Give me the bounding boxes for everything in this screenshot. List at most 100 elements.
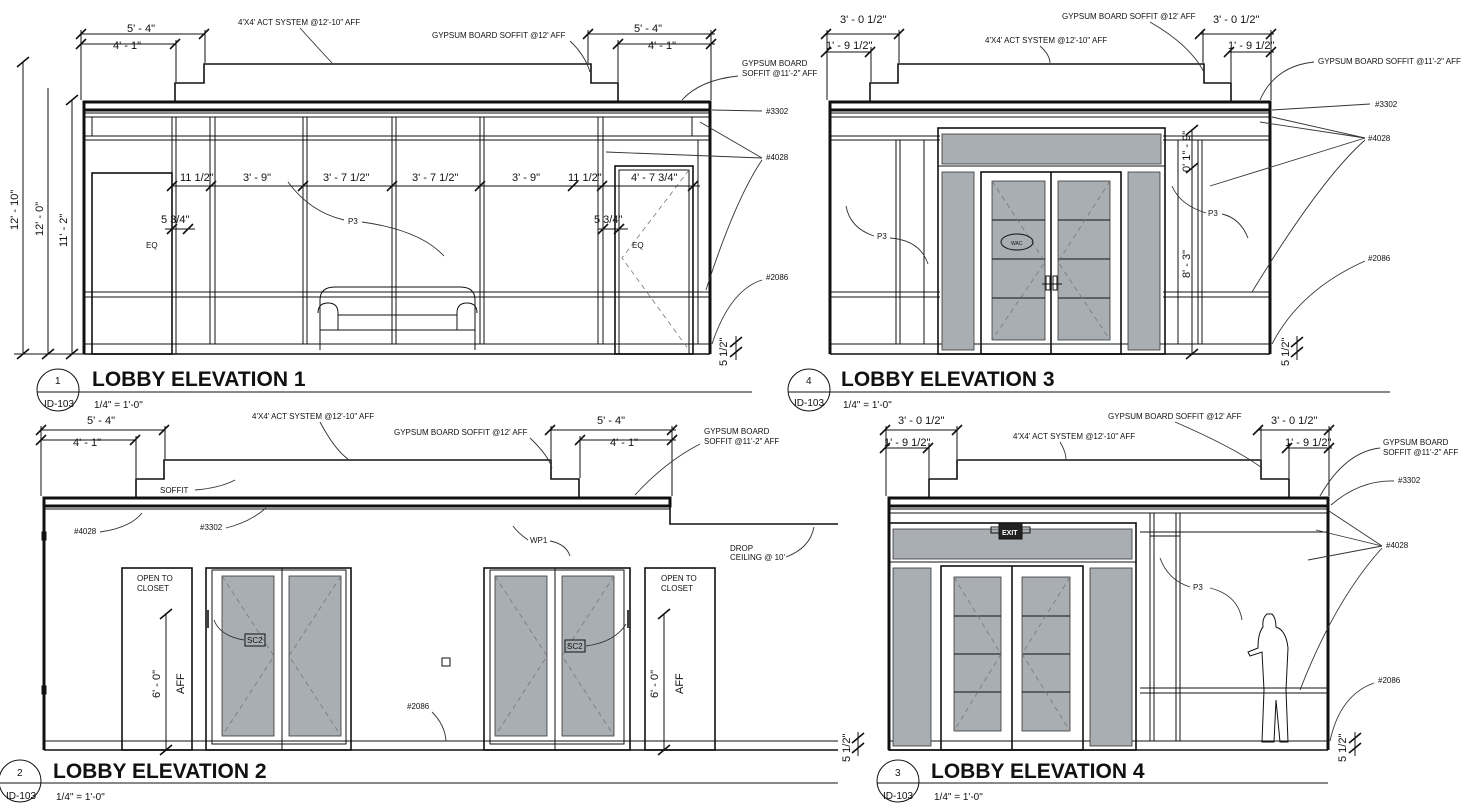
- dim-panel-3: 3' - 7 1/2": [323, 172, 369, 184]
- eq-label-2: EQ: [632, 241, 644, 250]
- closet-label-2a: OPEN TO: [661, 574, 697, 583]
- ref-3302: #3302: [200, 523, 223, 532]
- dim-closet-2-aff: AFF: [674, 673, 686, 694]
- ref-4028: #4028: [74, 527, 97, 536]
- note-act-system: 4'X4' ACT SYSTEM @12'-10" AFF: [1013, 432, 1135, 441]
- note-drop-1: DROP: [730, 544, 753, 553]
- sidelite-right: [1089, 567, 1133, 747]
- dim-top-3: 3' - 0 1/2": [1213, 14, 1259, 26]
- dim-top-1: 5' - 4": [127, 23, 155, 35]
- callout-circle-1: [36, 368, 80, 412]
- sidelite-left: [892, 567, 932, 747]
- dim-top-3: 5' - 4": [634, 23, 662, 35]
- ref-4028: #4028: [766, 153, 789, 162]
- note-soffit: SOFFIT: [160, 486, 189, 495]
- note-act-system: 4'X4' ACT SYSTEM @12'-10" AFF: [252, 412, 374, 421]
- wall-panels: [91, 117, 699, 354]
- ref-4028: #4028: [1368, 134, 1391, 143]
- ref-3302: #3302: [1398, 476, 1421, 485]
- ceiling-band: [42, 496, 672, 508]
- callout-circle-2: [0, 759, 42, 803]
- note-soffit-12: GYPSUM BOARD SOFFIT @12' AFF: [1062, 12, 1196, 21]
- sliding-door-right: [483, 567, 631, 751]
- sofa: [317, 286, 478, 350]
- note-act-system: 4'X4' ACT SYSTEM @12'-10" AFF: [238, 18, 360, 27]
- closet-opening-left: [121, 567, 193, 751]
- ceiling-band: [82, 100, 712, 112]
- elevation-title-3: LOBBY ELEVATION 3: [841, 368, 1055, 391]
- left-door: [91, 172, 173, 355]
- note-soffit-11-a: GYPSUM BOARD: [704, 427, 770, 436]
- dim-panel-4: 3' - 7 1/2": [412, 172, 458, 184]
- dim-panel-6: 11 1/2": [568, 172, 602, 184]
- ref-2086: #2086: [1368, 254, 1391, 263]
- note-act-system: 4'X4' ACT SYSTEM @12'-10" AFF: [985, 36, 1107, 45]
- note-p3-a: P3: [877, 232, 887, 241]
- note-sc2-a: SC2: [247, 636, 263, 645]
- dim-closet-1-aff: AFF: [175, 673, 187, 694]
- storefront-entry: WAC: [937, 127, 1166, 355]
- dim-top-2: 1' - 9 1/2": [826, 40, 872, 52]
- sidelite-right: [1127, 171, 1161, 351]
- elevation-number-1: 1: [55, 376, 61, 387]
- note-drop-2: CEILING @ 10': [730, 553, 785, 562]
- note-sc2-b: SC2: [567, 642, 583, 651]
- ref-3302: #3302: [766, 107, 789, 116]
- dim-transom: 0' 1" - 9": [1181, 131, 1193, 172]
- dim-door-height: 8' - 3": [1181, 250, 1193, 278]
- transom-glass: [941, 133, 1162, 165]
- elevation-1: 5' - 4" 4' - 1" 5' - 4" 4' - 1" 12' - 10…: [9, 18, 817, 412]
- person-figure: [1247, 613, 1289, 743]
- storefront-entry: [888, 522, 1137, 751]
- elevation-number-3: 3: [895, 768, 901, 779]
- dim-panel-7: 4' - 7 3/4": [631, 172, 677, 184]
- dim-top-2: 4' - 1": [113, 40, 141, 52]
- elevation-scale-2: 1/4" = 1'-0": [56, 792, 105, 803]
- dim-height-2: 12' - 0": [34, 202, 46, 236]
- elevation-scale-3: 1/4" = 1'-0": [843, 400, 892, 411]
- ref-2086: #2086: [407, 702, 430, 711]
- elevation-title-1: LOBBY ELEVATION 1: [92, 368, 306, 391]
- note-soffit-11: GYPSUM BOARD SOFFIT @11'-2" AFF: [1318, 57, 1461, 66]
- ref-2086: #2086: [1378, 676, 1401, 685]
- callout-circle-4: [787, 368, 831, 412]
- door-logo: WAC: [1011, 241, 1023, 247]
- sliding-door-left: [205, 567, 352, 751]
- eq-label-1: EQ: [146, 241, 158, 250]
- note-soffit-11-b: SOFFIT @11'-2" AFF: [742, 69, 817, 78]
- elevation-2: OPEN TO CLOSET OPEN TO CLOSET: [0, 412, 865, 803]
- closet-opening-right: [644, 567, 716, 751]
- ref-2086: #2086: [766, 273, 789, 282]
- ceiling-band: [887, 496, 1330, 508]
- elevation-scale-4: 1/4" = 1'-0": [934, 792, 983, 803]
- dim-panel-2: 3' - 9": [243, 172, 271, 184]
- dim-side-2: 5 3/4": [594, 214, 622, 226]
- elevation-title-4: LOBBY ELEVATION 4: [931, 760, 1145, 783]
- note-soffit-12: GYPSUM BOARD SOFFIT @12' AFF: [1108, 412, 1242, 421]
- note-p3: P3: [1193, 583, 1203, 592]
- callout-circle-3: [876, 759, 920, 803]
- dim-top-4: 1' - 9 1/2": [1228, 40, 1274, 52]
- dim-top-2: 4' - 1": [73, 437, 101, 449]
- sidelite-left: [941, 171, 975, 351]
- note-wp1: WP1: [530, 536, 548, 545]
- sheet-ref-1: ID-103: [44, 399, 74, 410]
- elevation-number-4: 4: [806, 376, 812, 387]
- closet-label-1b: CLOSET: [137, 584, 169, 593]
- note-soffit-11-a: GYPSUM BOARD: [742, 59, 808, 68]
- right-door: [614, 165, 694, 355]
- dim-top-4: 4' - 1": [648, 40, 676, 52]
- dim-closet-1: 6' - 0": [151, 670, 163, 698]
- elevation-3: WAC 3' - 0 1/2" 1' - 9 1/2" 3' - 0 1/2" …: [787, 12, 1461, 412]
- elevation-4: EXIT 3' - 0 1/2" 1' - 9 1/2" 3' - 0 1/2"…: [876, 412, 1458, 803]
- elevation-number-2: 2: [17, 768, 23, 779]
- dim-base: 5 1/2": [1337, 734, 1349, 762]
- drop-ceiling: [669, 506, 838, 525]
- soffit-profile: [928, 459, 1290, 498]
- dim-closet-2: 6' - 0": [649, 670, 661, 698]
- closet-label-1a: OPEN TO: [137, 574, 173, 583]
- sheet-ref-3: ID-103: [883, 791, 913, 802]
- exit-sign-label: EXIT: [1002, 530, 1018, 537]
- note-p3-b: P3: [1208, 209, 1218, 218]
